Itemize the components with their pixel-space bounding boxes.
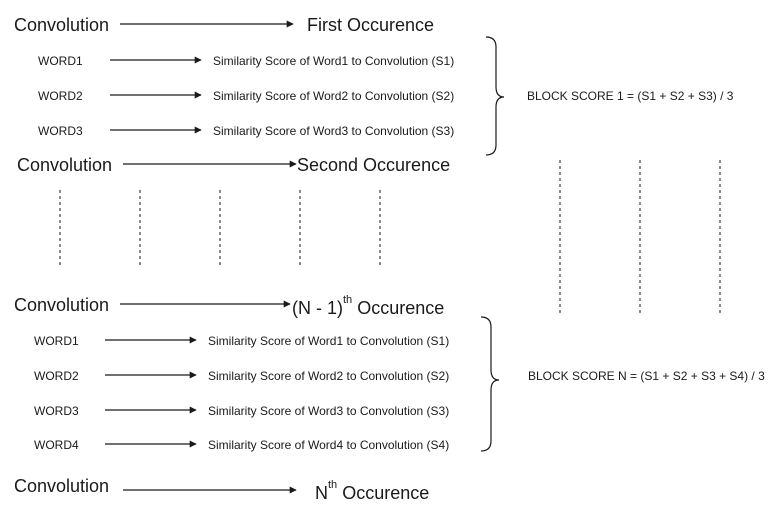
nth-sup: th xyxy=(328,479,338,491)
bracket-blockN xyxy=(480,316,500,452)
block1-word1: WORD1 xyxy=(38,54,83,68)
convolution-label-4: Convolution xyxy=(14,476,110,496)
nth-occurence-label: Nth Occurence xyxy=(315,480,430,503)
blockN-word2: WORD2 xyxy=(34,369,79,383)
blockN-score3: Similarity Score of Word3 to Convolution… xyxy=(208,404,450,418)
block1-score3: Similarity Score of Word3 to Convolution… xyxy=(213,124,455,138)
n-minus-1-occurence-label: (N - 1)th Occurence xyxy=(292,295,445,318)
convolution-label-3: Convolution xyxy=(14,295,110,315)
bracket-block1 xyxy=(485,36,505,156)
n-minus-1-prefix: (N - 1) xyxy=(292,298,343,318)
blockN-word4: WORD4 xyxy=(34,438,79,452)
second-occurence-label: Second Occurence xyxy=(297,155,451,175)
block1-score2: Similarity Score of Word2 to Convolution… xyxy=(213,89,455,103)
block-score-n: BLOCK SCORE N = (S1 + S2 + S3 + S4) / 3 xyxy=(528,369,765,383)
blockN-score2: Similarity Score of Word2 to Convolution… xyxy=(208,369,450,383)
blockN-score1: Similarity Score of Word1 to Convolution… xyxy=(208,334,450,348)
n-minus-1-sup: th xyxy=(343,294,353,306)
blockN-score4: Similarity Score of Word4 to Convolution… xyxy=(208,438,450,452)
nth-prefix: N xyxy=(315,483,328,503)
block1-score1: Similarity Score of Word1 to Convolution… xyxy=(213,54,455,68)
nth-suffix: Occurence xyxy=(337,483,430,503)
block-score-1: BLOCK SCORE 1 = (S1 + S2 + S3) / 3 xyxy=(527,89,734,103)
n-minus-1-suffix: Occurence xyxy=(352,298,445,318)
continuation-dashes xyxy=(59,160,721,315)
block1-word2: WORD2 xyxy=(38,89,83,103)
convolution-label-1: Convolution xyxy=(14,15,110,35)
block1-word3: WORD3 xyxy=(38,124,83,138)
first-occurence-label: First Occurence xyxy=(307,15,435,35)
blockN-word1: WORD1 xyxy=(34,334,79,348)
blockN-word3: WORD3 xyxy=(34,404,79,418)
convolution-label-2: Convolution xyxy=(17,155,113,175)
